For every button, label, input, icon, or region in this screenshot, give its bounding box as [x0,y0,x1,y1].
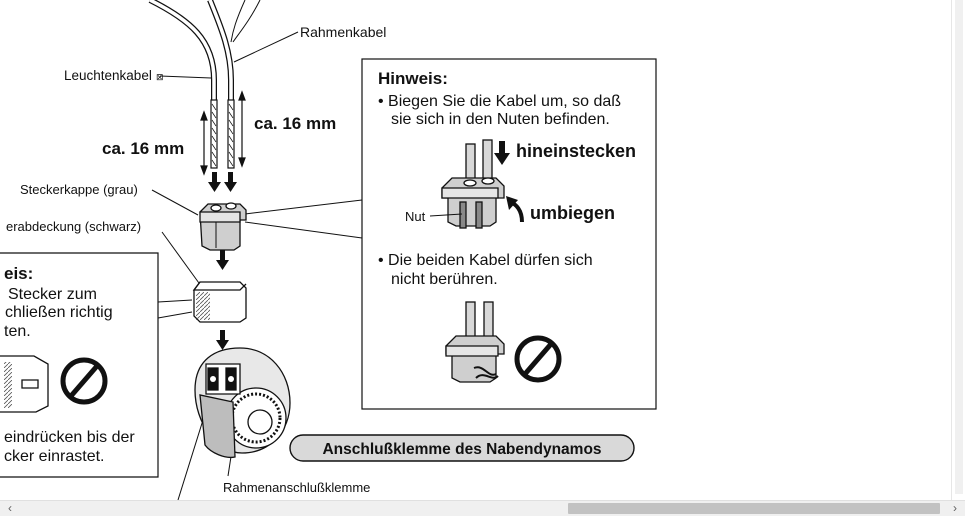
arrow-down-icon [208,172,237,350]
label-dimension-left: ca. 16 mm [102,139,184,158]
assembly-illustration: Rahmenkabel Leuchtenkabel ⊠ ca. 16 mm ca… [0,0,657,500]
plug-wrong-detail [445,301,505,383]
horizontal-scrollbar-thumb[interactable] [568,503,940,514]
label-dimension-right: ca. 16 mm [254,114,336,133]
cover-wrong-detail [0,355,49,413]
hinweis-left-title: eis: [4,264,33,283]
curved-arrow-icon [506,196,524,223]
label-hineinstecken: hineinstecken [516,141,636,161]
vertical-scrollbar-thumb[interactable] [955,0,963,494]
unknown-glyph-icon: ⊠ [156,72,164,82]
hinweis-right-bullet2-line2: nicht berühren. [391,271,498,288]
document-viewport: Rahmenkabel Leuchtenkabel ⊠ ca. 16 mm ca… [0,0,657,500]
hinweis-right-title: Hinweis: [378,69,448,88]
label-leuchtenkabel: Leuchtenkabel [64,68,152,83]
connector-cap-grey [199,202,247,251]
caption-text: Anschlußklemme des Nabendynamos [322,441,601,458]
label-rahmenkabel: Rahmenkabel [300,24,386,40]
hinweis-right-box [361,58,657,410]
vertical-scrollbar[interactable] [951,0,965,500]
arrow-down-icon [494,141,510,165]
hinweis-left-line3: ten. [4,323,31,340]
label-abdeckung: erabdeckung (schwarz) [6,219,141,234]
prohibited-icon [514,335,562,383]
chevron-right-icon[interactable]: › [953,501,957,515]
dimension-arrows [200,90,246,176]
hinweis-left-box [0,252,159,478]
hinweis-left-line2: chließen richtig [5,304,113,321]
nut-leader [429,213,463,217]
prohibited-icon [60,357,108,405]
hinweis-left-line1: Stecker zum [8,286,97,303]
caption-pill [289,434,635,462]
hinweis-right-bullet1-line2: sie sich in den Nuten befinden. [391,111,610,128]
hinweis-right-bullet2-line1: • Die beiden Kabel dürfen sich [378,252,593,269]
chevron-left-icon[interactable]: ‹ [8,501,12,515]
label-rahmenanschluss: Rahmenanschlußklemme [223,480,370,495]
hinweis-right-bullet1-line1: • Biegen Sie die Kabel um, so daß [378,93,621,110]
label-nut: Nut [405,209,426,224]
hinweis-left-line4: eindrücken bis der [4,429,135,446]
hub-dynamo-terminal [194,347,291,459]
hinweis-left-line5: cker einrastet. [4,448,104,465]
connector-cover-black [192,281,247,323]
cables-top [148,0,261,169]
label-umbiegen: umbiegen [530,203,615,223]
label-steckerkappe: Steckerkappe (grau) [20,182,138,197]
horizontal-scrollbar[interactable]: ‹ › [0,500,965,516]
